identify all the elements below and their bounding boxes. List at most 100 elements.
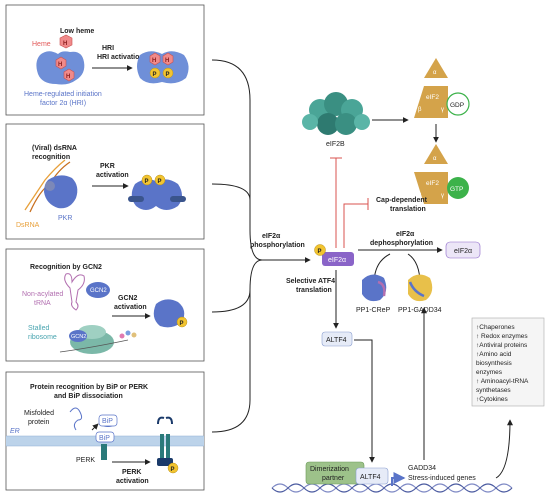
panel-perk: Protein recognition by BiP or PERK and B… bbox=[5, 371, 205, 491]
bip-bound-label: BiP bbox=[99, 435, 110, 442]
pp1-crep-icon bbox=[362, 274, 387, 302]
eif2-gtp: α eIF2 β γ GTP bbox=[414, 144, 469, 204]
perk-p: P bbox=[171, 467, 175, 473]
eif2a-label: eIF2α bbox=[328, 257, 346, 264]
bracket-pkr bbox=[211, 183, 251, 201]
pkr-phospho-icon-2 bbox=[154, 174, 166, 186]
eif2b-subunit-icon-6 bbox=[302, 114, 318, 130]
eif2a-box bbox=[322, 252, 354, 266]
pkr-activation-line2: activation bbox=[96, 172, 129, 179]
bip-dissociation-arrow bbox=[91, 423, 99, 431]
eif2a-right-box bbox=[445, 241, 481, 259]
pkr-dimer-arm-icon bbox=[128, 196, 144, 202]
eif2-alpha-icon bbox=[424, 58, 448, 78]
outcome-item: ↑Cytokines bbox=[476, 396, 509, 403]
altf4-bottom-box bbox=[355, 467, 389, 485]
eif2-gtp-label: eIF2 bbox=[426, 180, 439, 187]
eif2-gtp-gamma: γ bbox=[441, 193, 444, 199]
trna-label-line1: Non-acylated bbox=[22, 291, 63, 298]
phospho-icon bbox=[149, 67, 161, 79]
perk-label: PERK bbox=[76, 457, 95, 464]
perk-monomer-icon bbox=[101, 444, 107, 460]
outcome-item: synthetases bbox=[476, 387, 511, 394]
gcn2-ribosome-label: GCN2 bbox=[71, 334, 86, 340]
misfolded-label-line1: Misfolded bbox=[24, 410, 54, 417]
gcn2-phospho-icon bbox=[176, 316, 188, 328]
amino-acid-icon-3 bbox=[131, 332, 137, 338]
heme-h: H bbox=[63, 41, 67, 47]
pkr-dimer-icon bbox=[131, 179, 182, 210]
hri-caption-line2: factor 2α (HRI) bbox=[40, 100, 86, 107]
eif2b-subunit-icon-7 bbox=[354, 114, 370, 130]
panel-pkr: (Viral) dsRNA recognition DsRNA PKR PKR … bbox=[5, 123, 205, 240]
bracket-perk bbox=[211, 259, 263, 433]
phos-label-line1: eIF2α bbox=[262, 233, 281, 240]
pkr-label: PKR bbox=[58, 215, 72, 222]
hri-activation-label: HRI activation bbox=[97, 54, 144, 61]
altf4-bottom-label: ALTF4 bbox=[360, 474, 381, 481]
hri-h2: H bbox=[66, 74, 70, 80]
eif2b-label: eIF2B bbox=[326, 141, 345, 148]
gcn2-active-icon bbox=[153, 299, 185, 328]
eif2a-p: P bbox=[318, 249, 322, 255]
dimer-label-line2: partner bbox=[322, 475, 345, 482]
gtp-label: GTP bbox=[450, 186, 463, 193]
pp1-gadd34-label: PP1-GADD34 bbox=[398, 307, 442, 314]
perk-activation-line2: activation bbox=[116, 478, 149, 485]
pkr-domain-icon bbox=[45, 181, 55, 191]
eif2a-phosphorylated: eIF2α P bbox=[314, 244, 354, 266]
gcn2-title: Recognition by GCN2 bbox=[30, 264, 102, 271]
hri-activation-line1: HRI bbox=[102, 45, 114, 52]
outcome-item: ↑ Aminoacyl-tRNA bbox=[476, 378, 529, 385]
heme-label: Heme bbox=[32, 41, 51, 48]
ribosome-label-line2: ribosome bbox=[28, 334, 57, 341]
eif2a-phospho-icon bbox=[314, 244, 326, 256]
hri-p2: P bbox=[166, 72, 170, 78]
hri-h3: H bbox=[152, 58, 156, 64]
eif2a-right-label: eIF2α bbox=[454, 248, 472, 255]
bracket-hri bbox=[211, 59, 263, 261]
eif2b-complex: eIF2B bbox=[302, 92, 370, 148]
heme-bound-icon-3 bbox=[149, 52, 161, 66]
perk-title-line1: Protein recognition by BiP or PERK bbox=[30, 384, 148, 391]
outcome-item: ↑ Redox enzymes bbox=[476, 333, 528, 340]
eif2-gtp-beta: β bbox=[418, 193, 422, 199]
pkr-p1: P bbox=[145, 179, 149, 185]
panel-gcn2: Recognition by GCN2 Non-acylated tRNA GC… bbox=[5, 248, 205, 362]
trna-label-line2: tRNA bbox=[34, 300, 51, 307]
gcn2-ribosome-icon bbox=[69, 330, 87, 342]
eif2-gdp-alpha: α bbox=[433, 70, 437, 76]
hri-title: Low heme bbox=[60, 28, 94, 35]
perk-dimer-luminal-icon bbox=[157, 416, 173, 425]
panel-hri: Low heme Heme H H H HRI HRI activation H… bbox=[5, 4, 205, 116]
hri-h1: H bbox=[58, 62, 62, 68]
cap-label-line1: Cap-dependent bbox=[376, 197, 428, 204]
hri-h4: H bbox=[165, 58, 169, 64]
cap-inhibition-line bbox=[343, 203, 368, 248]
eif2b-subunit-icon-5 bbox=[335, 113, 357, 135]
dsrna-label: DsRNA bbox=[16, 222, 40, 229]
hri-caption-line1: Heme-regulated initiation bbox=[24, 91, 102, 98]
heme-icon bbox=[59, 34, 73, 49]
outcome-item: ↑Amino acid bbox=[476, 351, 512, 358]
pp1-gadd34-icon bbox=[408, 274, 433, 302]
outcome-item: enzymes bbox=[476, 369, 503, 376]
heme-bound-icon-2 bbox=[63, 68, 75, 82]
bip-box bbox=[98, 414, 118, 427]
outcome-item: biosynthesis bbox=[476, 360, 513, 367]
perk-dimer-icon-2 bbox=[166, 434, 170, 460]
eif2-gdp: α eIF2 β γ GDP bbox=[414, 58, 470, 118]
hri-p1: P bbox=[153, 72, 157, 78]
gtp-icon bbox=[447, 177, 469, 199]
outcomes-box: ↑Chaperones ↑ Redox enzymes ↑Antiviral p… bbox=[471, 317, 545, 407]
stress-genes-label: Stress-induced genes bbox=[408, 475, 476, 482]
gadd34-label: GADD34 bbox=[408, 465, 436, 472]
atf4-sel-line2: translation bbox=[296, 287, 332, 294]
converging-bracket: eIF2α phosphorylation bbox=[211, 59, 311, 433]
outcome-item: ↑Chaperones bbox=[476, 324, 515, 331]
gdp-icon bbox=[446, 92, 470, 116]
bip-bound-box bbox=[95, 431, 115, 443]
pp1-crep: PP1-CReP bbox=[356, 274, 391, 314]
eif2-gdp-gamma: γ bbox=[441, 107, 444, 113]
perk-phospho-icon bbox=[167, 462, 179, 474]
